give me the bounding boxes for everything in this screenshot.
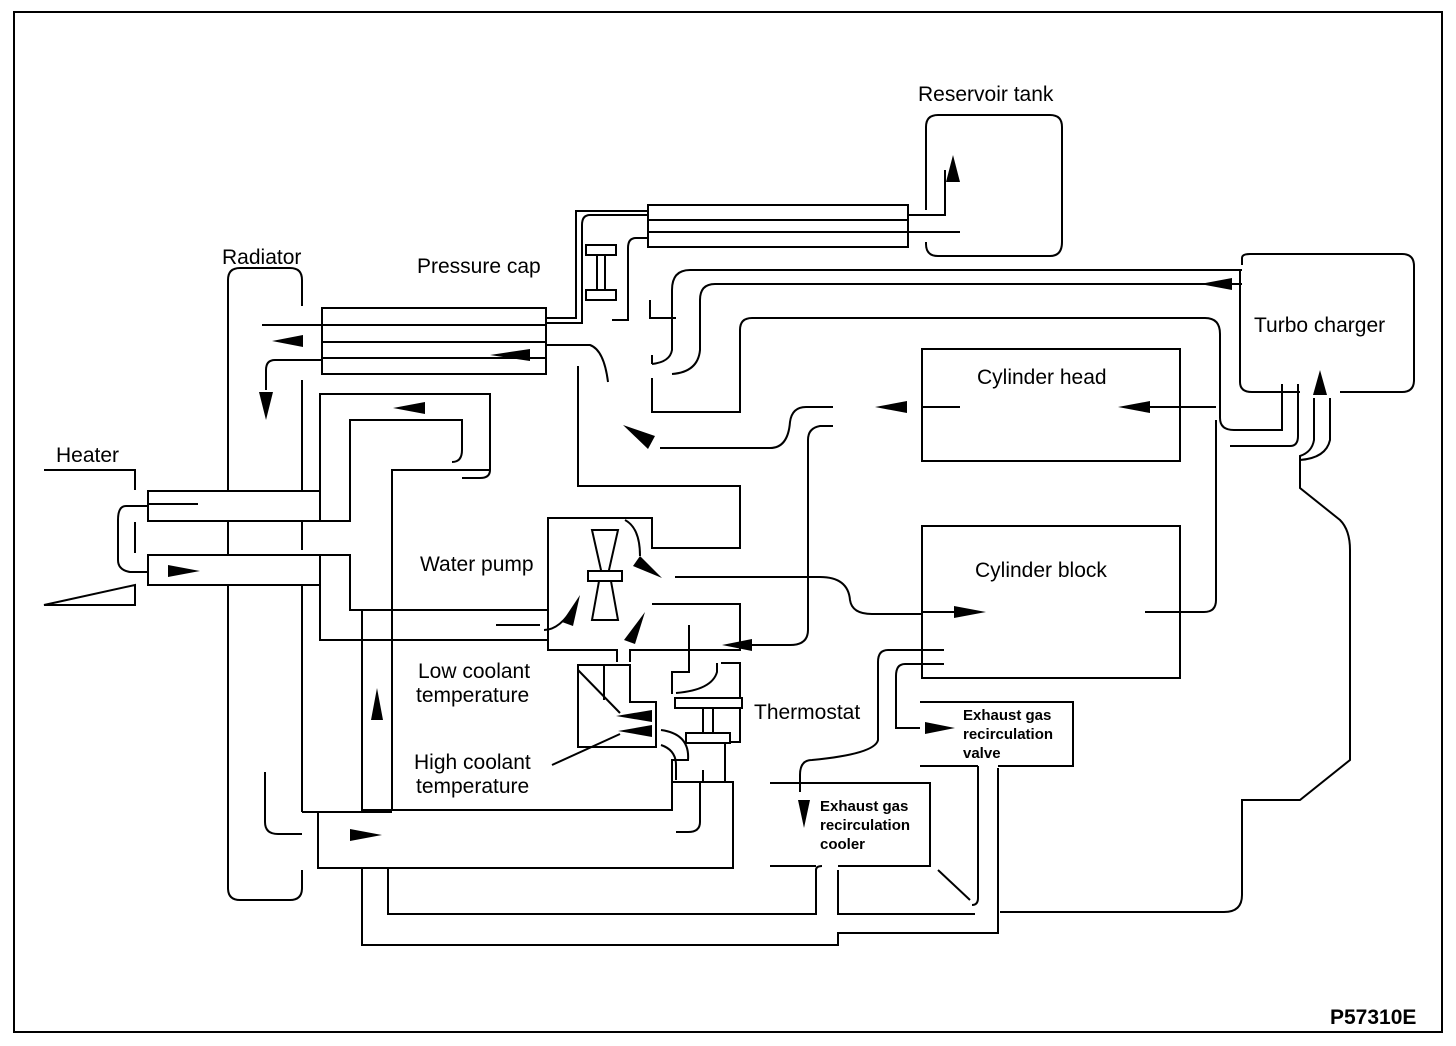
cylinder-head: [623, 348, 1216, 462]
turbo-charger-label: Turbo charger: [1254, 314, 1385, 337]
turbo-charger: [1200, 253, 1415, 395]
thermostat-label: Thermostat: [754, 701, 860, 724]
egr-cooler-label-line3: cooler: [820, 836, 865, 853]
heater: [43, 469, 321, 606]
cylinder-head-label: Cylinder head: [977, 366, 1107, 389]
low-coolant-label-line1: Low coolant: [418, 660, 530, 683]
egr-valve: [920, 701, 1074, 906]
reservoir-tank: [908, 114, 1063, 257]
lower-return-lines: [264, 768, 999, 946]
low-coolant-label-line2: temperature: [416, 684, 529, 707]
high-coolant-label-line2: temperature: [416, 775, 529, 798]
egr-valve-label-line1: Exhaust gas: [963, 707, 1051, 724]
egr-valve-label-line3: valve: [963, 745, 1001, 762]
reservoir-tank-label: Reservoir tank: [918, 83, 1054, 106]
egr-cooler: [770, 782, 931, 867]
cylinder-block: [799, 420, 1217, 792]
water-pump-label: Water pump: [420, 553, 534, 576]
pressure-cap-symbol: [585, 244, 617, 301]
water-pump: [540, 366, 922, 662]
turbo-return-lines: [649, 269, 1351, 913]
radiator-upper-tank: [259, 307, 609, 420]
cylinder-block-label: Cylinder block: [975, 559, 1107, 582]
egr-valve-label-line2: recirculation: [963, 726, 1053, 743]
figure-code: P57310E: [1330, 1006, 1416, 1029]
radiator-label: Radiator: [222, 246, 301, 269]
egr-cooler-label-line1: Exhaust gas: [820, 798, 908, 815]
reservoir-hose: [546, 204, 909, 324]
radiator: [227, 267, 303, 901]
high-coolant-label-line1: High coolant: [414, 751, 531, 774]
heater-label: Heater: [56, 444, 119, 467]
pressure-cap-label: Pressure cap: [417, 255, 541, 278]
thermostat: [551, 425, 833, 782]
egr-cooler-label-line2: recirculation: [820, 817, 910, 834]
